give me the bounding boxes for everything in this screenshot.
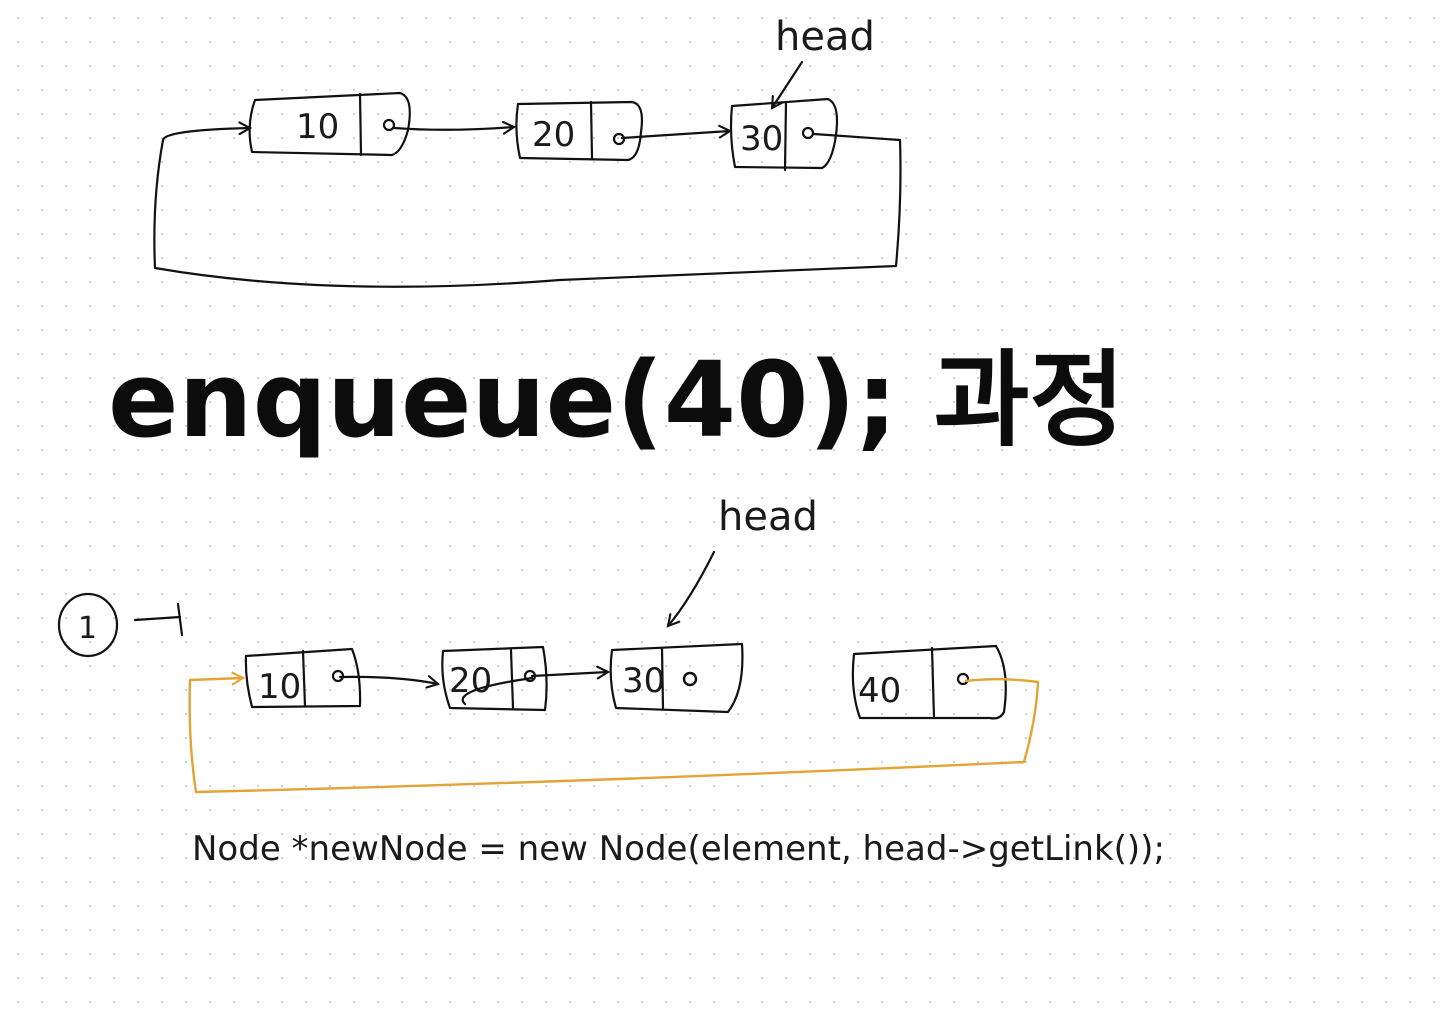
top-circular-link [153, 121, 902, 288]
top-linked-list: 10 20 30 head [153, 14, 902, 288]
bottom-head-label: head [718, 494, 818, 540]
new-node-link-arrow [188, 671, 1040, 794]
top-node-value: 20 [532, 115, 575, 155]
top-node-10: 10 [248, 91, 411, 157]
top-link-arrow [620, 124, 733, 140]
top-head-label: head [775, 14, 875, 60]
bottom-link-arrow [461, 676, 534, 706]
bottom-node-30: 30 [609, 642, 744, 714]
top-head-arrow [770, 60, 804, 110]
bottom-node-pointer-dot [682, 671, 698, 687]
bottom-node-pointer-dot [956, 672, 970, 686]
step-marker: 1 [57, 592, 184, 658]
top-link-arrow [392, 120, 517, 135]
top-node-pointer-dot [612, 132, 626, 146]
code-line: Node *newNode = new Node(element, head->… [192, 829, 1165, 869]
bottom-head-arrow [666, 550, 716, 628]
bottom-node-value: 30 [622, 661, 665, 701]
bottom-node-value: 20 [449, 661, 492, 701]
bottom-linked-list: 1 10 20 30 40 [57, 494, 1040, 794]
bottom-node-value: 10 [258, 667, 301, 707]
bottom-link-arrow [530, 665, 611, 680]
diagram-title: enqueue(40); 과정 [108, 339, 1125, 461]
top-node-pointer-dot [382, 118, 396, 132]
bottom-link-arrow [338, 675, 441, 689]
bottom-node-10: 10 [244, 647, 362, 709]
bottom-node-40-new: 40 [851, 644, 1007, 720]
top-node-20: 20 [515, 100, 644, 162]
step-number: 1 [78, 611, 97, 646]
top-node-pointer-dot [801, 126, 815, 140]
top-node-value: 30 [740, 119, 783, 159]
bottom-node-value: 40 [858, 671, 901, 711]
top-node-30: 30 [729, 97, 839, 172]
top-node-value: 10 [296, 107, 339, 147]
